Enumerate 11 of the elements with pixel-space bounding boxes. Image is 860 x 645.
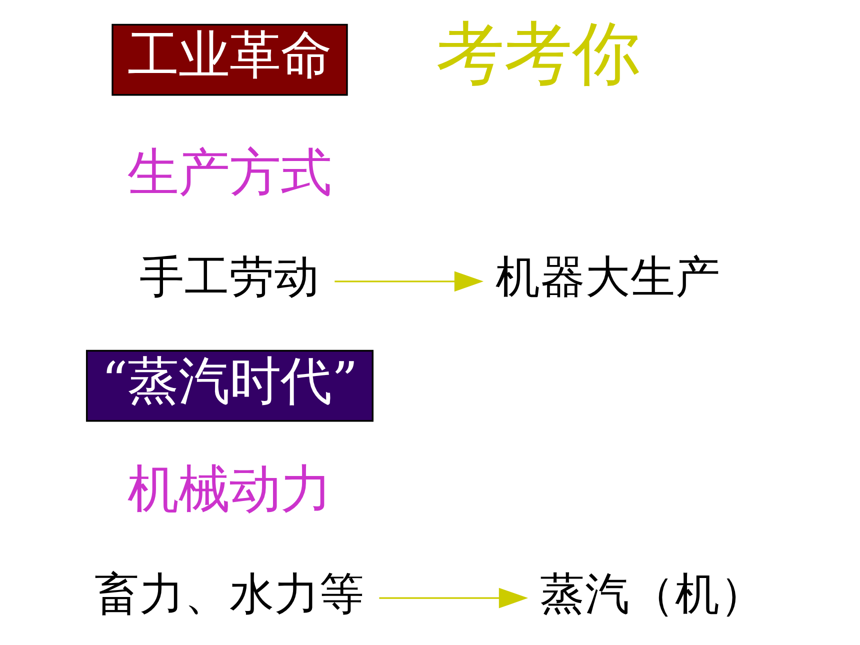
- node-text: 畜力、水力等: [94, 568, 365, 620]
- node-text: 手工劳动: [140, 252, 320, 304]
- label: 考考你: [436, 14, 640, 94]
- label: 机械动力: [128, 459, 332, 520]
- node-box: 工业革命: [112, 24, 348, 96]
- arrow: [334, 271, 484, 292]
- node-text: 机器大生产: [496, 252, 720, 304]
- label: 生产方式: [128, 142, 332, 203]
- node-text: 蒸汽（机）: [540, 568, 765, 620]
- arrow: [379, 588, 528, 608]
- node-box: “蒸汽时代”: [86, 350, 374, 422]
